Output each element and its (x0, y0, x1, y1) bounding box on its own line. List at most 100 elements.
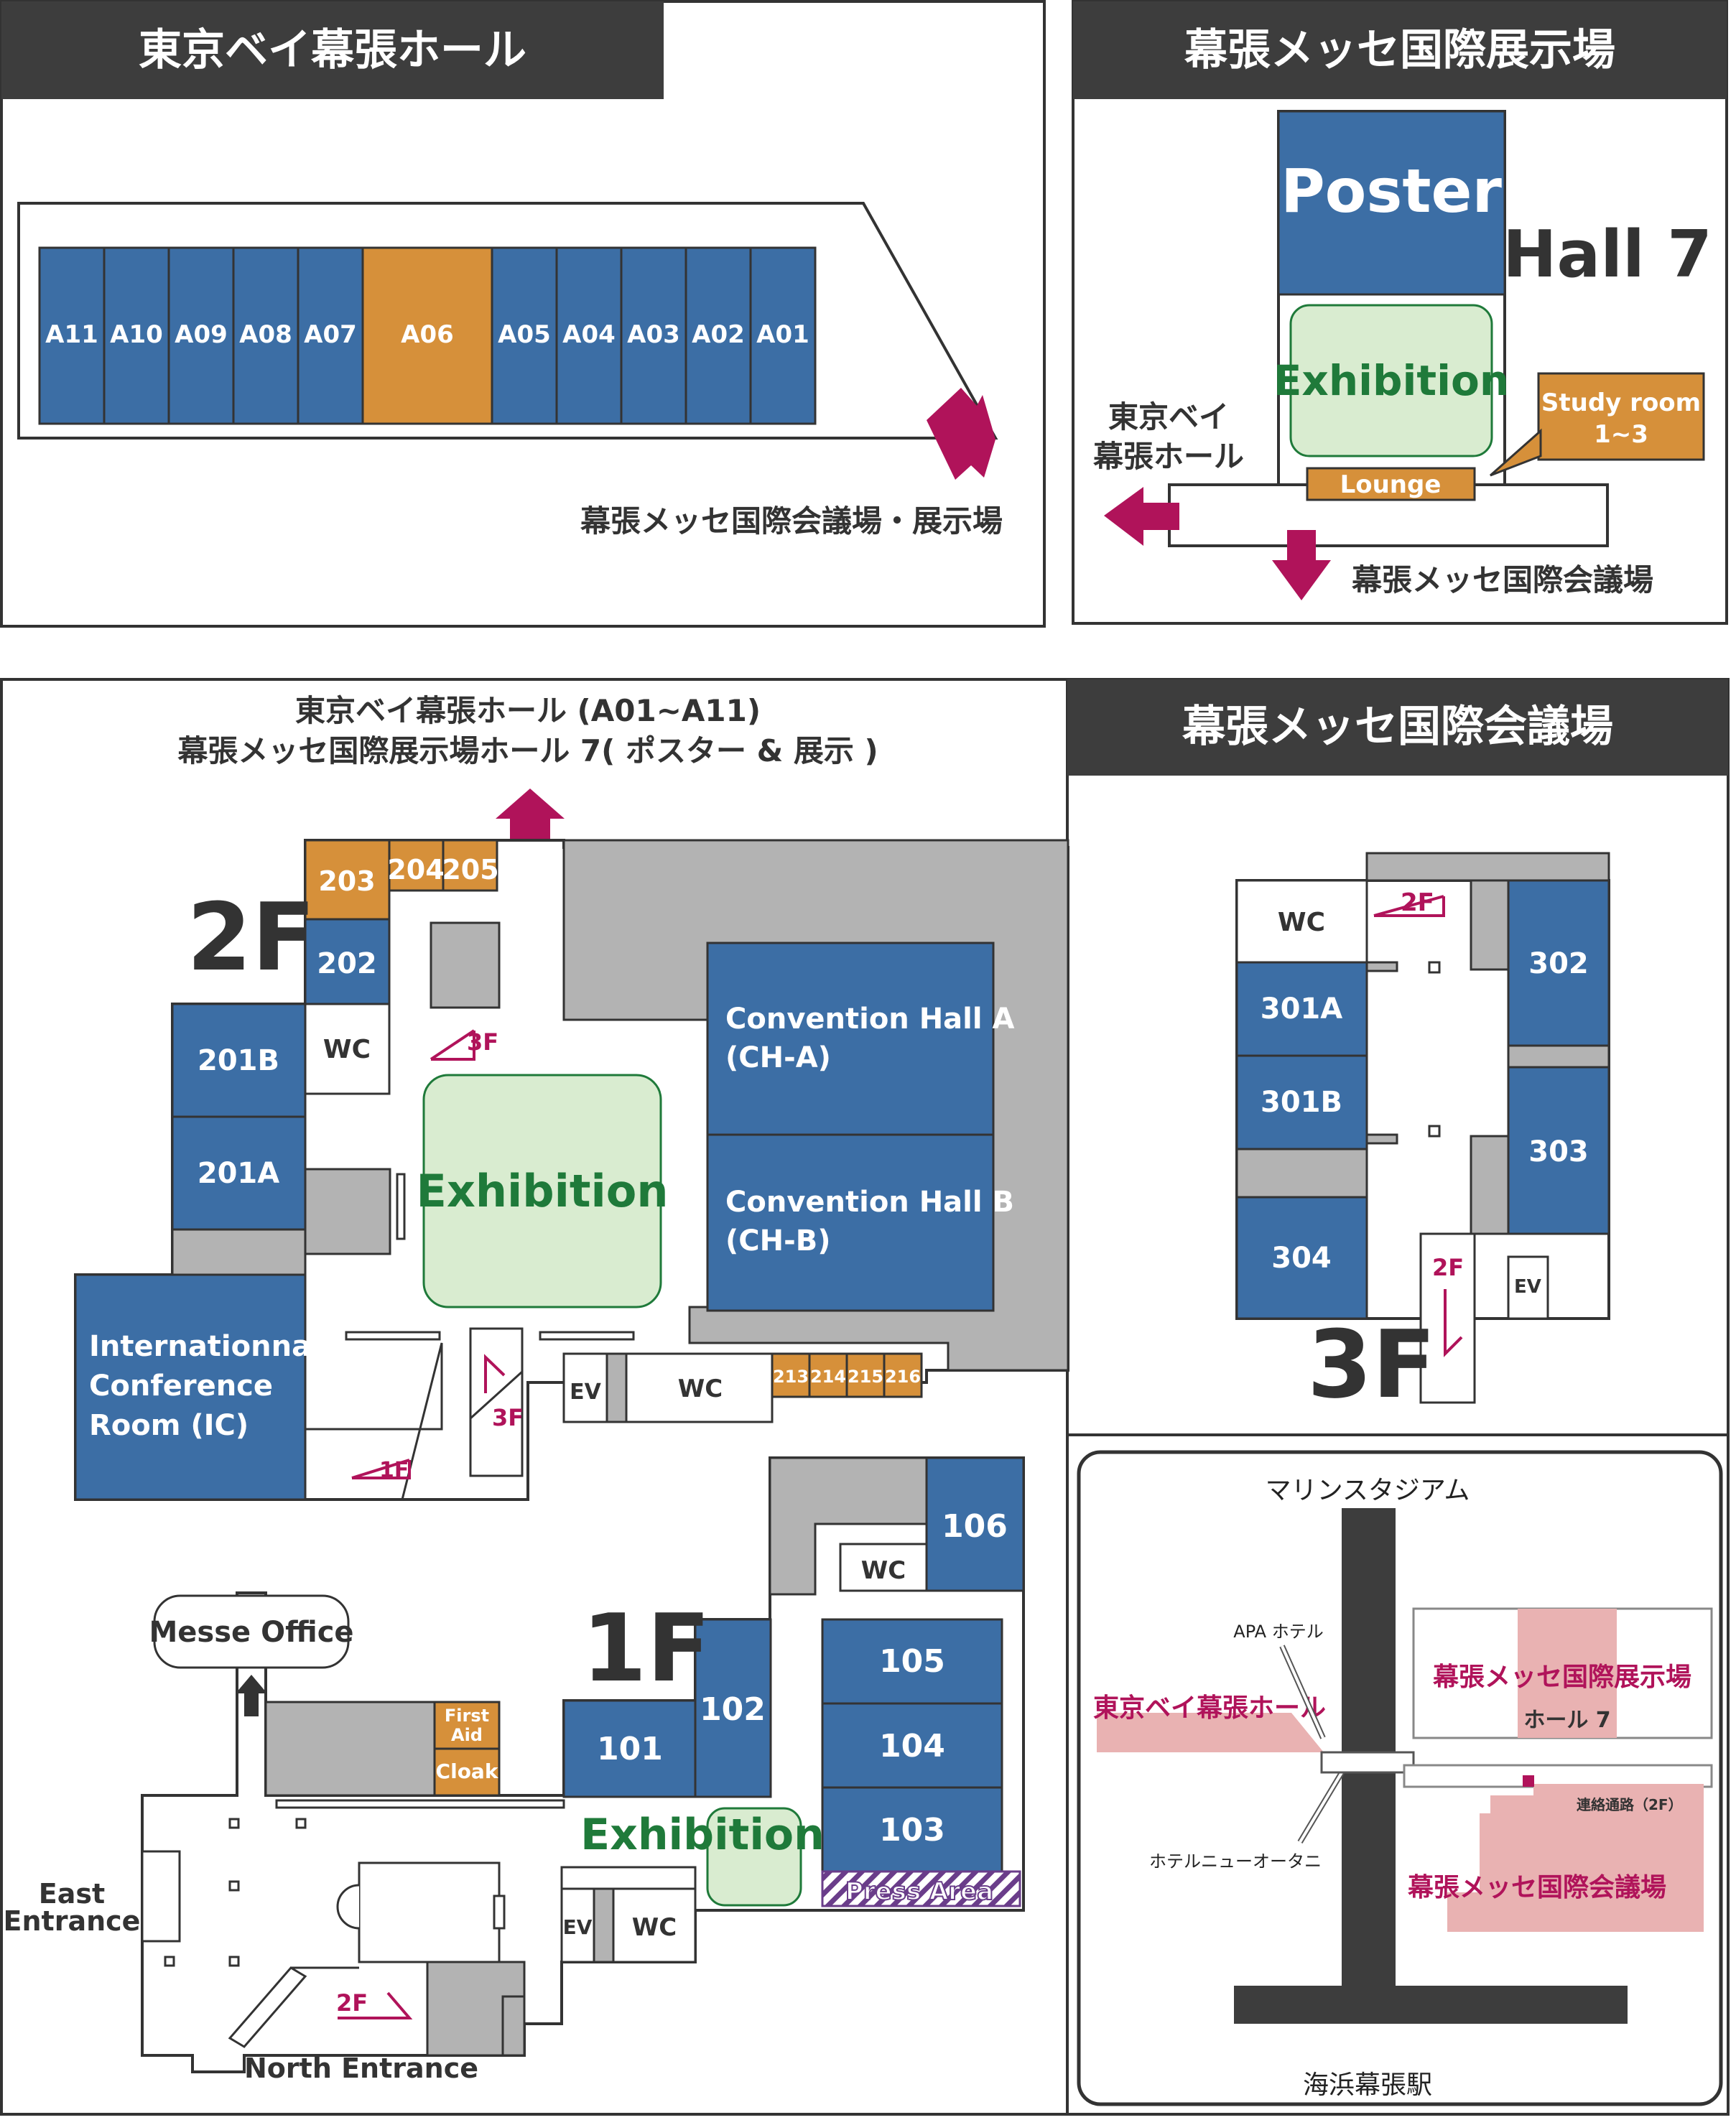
room-a05 (491, 246, 558, 425)
down-exit-label: 幕張メッセ国際会議場 (1351, 562, 1653, 598)
floor-1f-label: 1F (582, 1594, 710, 1703)
stair-2f-icon (338, 1991, 413, 2019)
structure-gray (593, 1887, 615, 1963)
poster-area (1277, 110, 1506, 296)
top-note-1: 東京ベイ幕張ホール (A01~A11) (295, 693, 761, 728)
top-note-2: 幕張メッセ国際展示場ホール 7( ポスター & 展示 ) (177, 733, 878, 768)
east-entrance-label: East (39, 1878, 105, 1910)
room-101-label: 101 (597, 1731, 663, 1767)
room-a04 (555, 246, 623, 425)
structure-gray (304, 1168, 391, 1255)
room-a04-label: A04 (562, 320, 616, 349)
lobby-core (358, 1861, 501, 1963)
room-201b-label: 201B (198, 1044, 279, 1077)
room-204 (388, 839, 445, 892)
room-302-label: 302 (1528, 947, 1589, 980)
stair-2f-label-2: 2F (1432, 1254, 1464, 1281)
room-a02 (684, 246, 752, 425)
room-102-label: 102 (700, 1691, 766, 1728)
room-203-label: 203 (318, 865, 375, 897)
convention-center-block (1447, 1784, 1704, 1932)
ev-label: EV (1514, 1276, 1541, 1298)
room-301b-label: 301B (1261, 1086, 1342, 1119)
lounge (1306, 467, 1476, 501)
floor-3f: WC 2F 302 301A 301B 303 304 2F (1235, 852, 1610, 1419)
ic-label-3: Room (IC) (89, 1409, 249, 1442)
station-label: 海浜幕張駅 (1303, 2070, 1432, 2100)
hall7-block (1518, 1609, 1617, 1738)
floor-2f-label: 2F (187, 883, 315, 992)
room-202-label: 202 (317, 947, 377, 980)
ch-a-label-2: (CH-A) (725, 1041, 831, 1074)
room-103 (821, 1786, 1003, 1873)
room-205 (442, 839, 498, 892)
ch-b-label-2: (CH-B) (725, 1224, 830, 1257)
wc-label: WC (861, 1556, 906, 1585)
panel-title-bar (1, 1, 664, 99)
room-a07 (297, 246, 364, 425)
divider (396, 1173, 406, 1240)
room-104-label: 104 (879, 1728, 945, 1765)
study-room (1537, 372, 1705, 461)
panel-area-map: マリンスタジアム 海浜幕張駅 幕張メッセ国際展示場 ホール 7 東京ベイ幕張ホー… (1066, 1433, 1730, 2116)
room-101 (562, 1699, 697, 1798)
room-106 (925, 1456, 1025, 1592)
stair-2f-label: 2F (1401, 888, 1434, 917)
press-area (821, 1870, 1021, 1907)
room-a05-label: A05 (498, 320, 551, 349)
left-exit-label-2: 幕張ホール (1092, 439, 1244, 474)
panel-title-bar (1067, 679, 1728, 776)
exhibition-area-1f (706, 1807, 802, 1907)
pillar (1428, 1125, 1441, 1138)
wc-1f-a (839, 1543, 928, 1592)
panel-convention-center: 幕張メッセ国際会議場 東京ベイ幕張ホール (A01~A11) 幕張メッセ国際展示… (0, 678, 1730, 2116)
stair-2f-box (1419, 1232, 1476, 1404)
room-106-label: 106 (942, 1508, 1008, 1545)
room-201a-label: 201A (198, 1157, 279, 1190)
marine-stadium-label: マリンスタジアム (1266, 1476, 1470, 1505)
room-102 (694, 1618, 772, 1798)
panel-title-bar (1073, 1, 1727, 99)
panel-title: 幕張メッセ国際展示場 (1184, 25, 1615, 75)
lounge-label: Lounge (1340, 470, 1442, 499)
room-201b (171, 1003, 307, 1118)
structure-gray (1235, 1148, 1368, 1199)
room-a06 (361, 246, 493, 425)
cloak-label: Cloak (436, 1759, 499, 1783)
divider (1365, 961, 1398, 972)
stair-2f-icon-2 (1444, 1289, 1463, 1357)
hall-label: Hall 7 (1503, 217, 1712, 292)
wc-label: WC (1278, 908, 1325, 937)
north-entrance-label: North Entrance (244, 2052, 478, 2084)
room-203 (304, 839, 391, 921)
convention-hall-a (706, 942, 995, 1136)
room-301a-label: 301A (1261, 992, 1342, 1026)
exhibition-label: Exhibition (417, 1165, 669, 1217)
east-entrance-label-2: Entrance (4, 1905, 141, 1937)
tokyo-bay-hall-block (1097, 1713, 1324, 1752)
structure-gray (171, 1228, 307, 1278)
ramp (304, 1342, 443, 1501)
room-a02-label: A02 (692, 320, 745, 349)
wc-1f-b (612, 1887, 697, 1963)
floor-1f: WC 106 105 104 103 Press Area 102 101 1F… (4, 1456, 1025, 2084)
stair-2f-icon (1374, 896, 1445, 917)
structure-gray (1470, 1135, 1510, 1235)
stair-1f-icon (352, 1460, 411, 1479)
room-215-label: 215 (848, 1367, 883, 1387)
passage-marker (1523, 1775, 1534, 1787)
room-204-label: 204 (387, 854, 444, 885)
structure-gray (1470, 879, 1510, 971)
panel-title: 幕張メッセ国際会議場 (1182, 702, 1613, 752)
divider (1365, 1133, 1398, 1145)
ch-a-label: Convention Hall A (725, 1003, 1015, 1036)
hall7-label: ホール 7 (1523, 1708, 1610, 1733)
room-303-label: 303 (1528, 1135, 1589, 1168)
path-apa-inner (1281, 1645, 1324, 1739)
new-otani-label: ホテルニューオータニ (1149, 1851, 1322, 1872)
exhibition-hall-label: 幕張メッセ国際展示場 (1432, 1663, 1691, 1692)
left-exit-arrow-icon (1104, 487, 1179, 546)
